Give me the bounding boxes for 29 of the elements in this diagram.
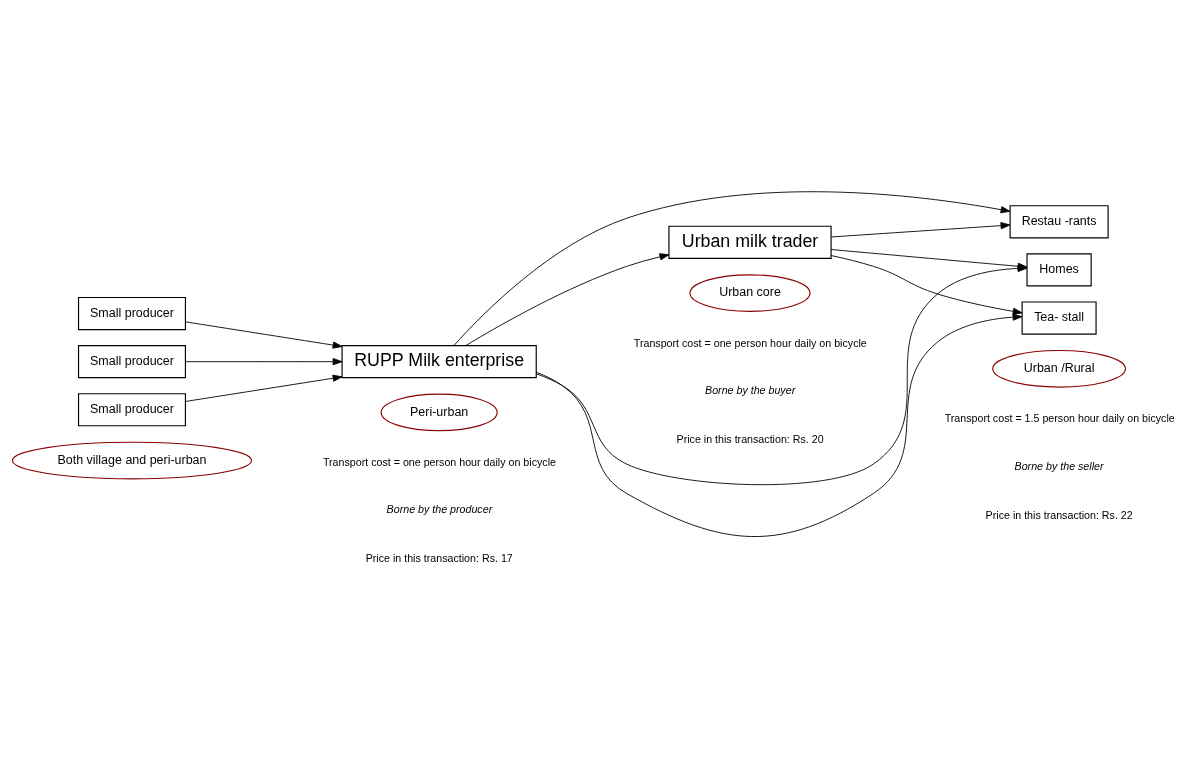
node-box: Small producer	[77, 393, 186, 427]
label: Borne by the buyer	[705, 383, 796, 396]
node-box: Tea- stall	[1021, 301, 1097, 335]
label: Price in this transaction: Rs. 17	[365, 552, 513, 565]
label: Borne by the producer	[386, 503, 493, 516]
node-ellipse: Both village and peri-urban	[11, 441, 253, 480]
node-box: Small producer	[77, 296, 186, 331]
node-box: Restau -rants	[1009, 205, 1109, 239]
arrow	[830, 222, 1011, 238]
arrow	[453, 191, 1011, 346]
arrow	[185, 374, 343, 402]
node-box: Small producer	[77, 345, 186, 379]
node-ellipse: Urban core	[689, 274, 811, 312]
label: Price in this transaction: Rs. 20	[676, 432, 824, 445]
arrow	[535, 313, 1023, 537]
arrow	[185, 358, 343, 366]
label: Transport cost = 1.5 person hour daily on bicycle	[944, 412, 1175, 425]
node-box: RUPP Milk enterprise	[341, 345, 537, 379]
label: Price in this transaction: Rs. 22	[985, 508, 1133, 521]
arrow	[830, 255, 1023, 315]
node-ellipse: Peri-urban	[380, 393, 498, 432]
node-box: Homes	[1026, 253, 1092, 287]
label: Transport cost = one person hour daily on bicycle	[633, 336, 867, 349]
label: Borne by the seller	[1014, 459, 1104, 472]
arrow	[465, 253, 670, 346]
label: Transport cost = one person hour daily on bicycle	[322, 455, 556, 468]
arrow	[185, 321, 343, 349]
node-box: Urban milk trader	[668, 225, 832, 259]
node-ellipse: Urban /Rural	[992, 349, 1127, 388]
